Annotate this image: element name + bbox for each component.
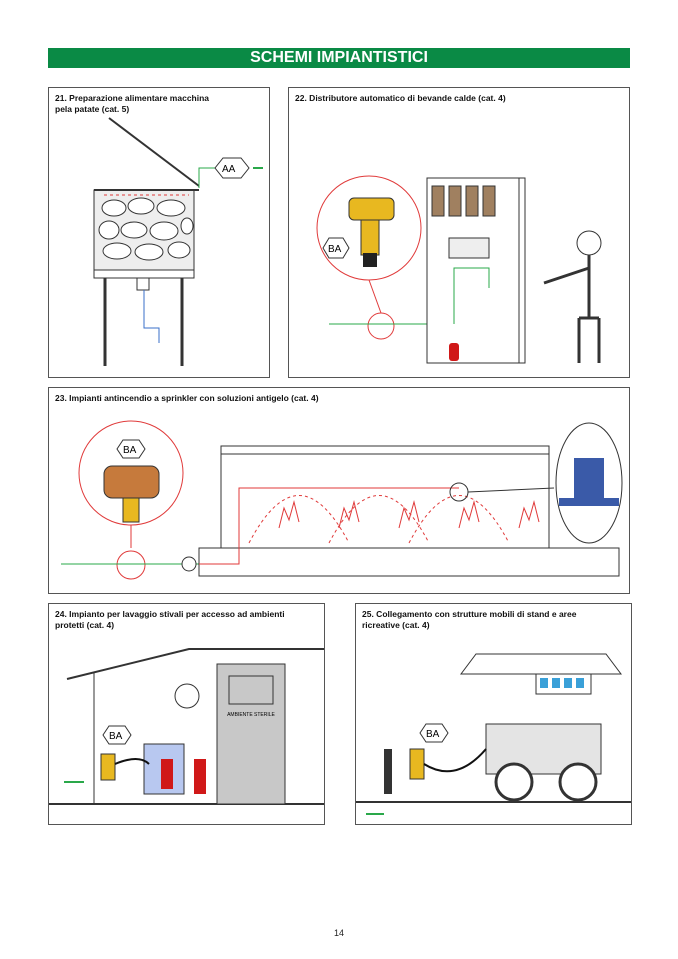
beverage-dispenser-diagram: BA [316, 175, 602, 364]
aa-badge-label: AA [222, 164, 236, 175]
ba-badge-label: BA [328, 244, 342, 255]
ba-badge-label: BA [426, 729, 440, 740]
panel-23-sprinkler-system: 23. Impianti antincendio a sprinkler con… [48, 387, 630, 594]
panel-title: 25. Collegamento con strutture mobili di… [362, 609, 577, 630]
sprinkler-diagram: BA [61, 420, 623, 580]
panel-title: 24. Impianto per lavaggio stivali per ac… [55, 609, 285, 630]
panel-24-boot-wash: 24. Impianto per lavaggio stivali per ac… [48, 603, 325, 825]
ba-badge-label: BA [109, 731, 123, 742]
ba-badge-label: BA [123, 445, 137, 456]
mobile-stand-diagram: BA [356, 653, 631, 815]
section-title: SCHEMI IMPIANTISTICI [48, 48, 630, 68]
boot-wash-diagram: AMBIENTE STERILE BA [49, 648, 324, 805]
potato-peeler-diagram: AA [93, 117, 263, 366]
panel-25-mobile-stand: 25. Collegamento con strutture mobili di… [355, 603, 632, 825]
panel-title: 21. Preparazione alimentare macchina pel… [55, 93, 210, 114]
panel-title: 22. Distributore automatico di bevande c… [295, 93, 506, 103]
panel-22-beverage-dispenser: 22. Distributore automatico di bevande c… [288, 87, 630, 378]
panel-21-potato-peeler: 21. Preparazione alimentare macchina pel… [48, 87, 270, 378]
page-number: 14 [333, 928, 344, 938]
panel-title: 23. Impianti antincendio a sprinkler con… [55, 393, 319, 403]
door-sign: AMBIENTE STERILE [227, 712, 275, 718]
